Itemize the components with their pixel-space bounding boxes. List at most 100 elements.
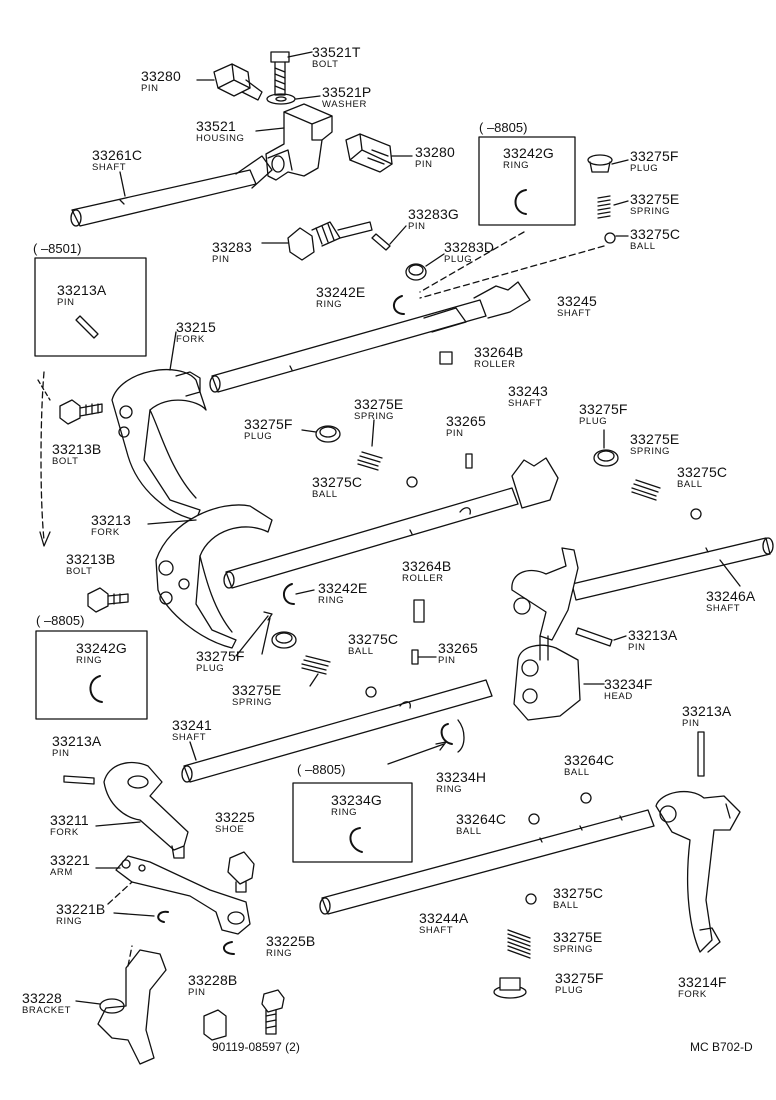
shaft-33241-drawing — [181, 679, 493, 783]
box-33213A-left — [34, 257, 147, 357]
bracket-33228-drawing — [75, 945, 167, 1065]
spring-33275E-mid-drawing — [357, 419, 383, 471]
roller-33264B-upper-drawing — [439, 351, 453, 365]
pin-33213A-right-drawing — [575, 627, 613, 647]
shaft-33244A-drawing — [319, 809, 655, 915]
bolt-33213B-lower-drawing — [87, 587, 129, 613]
drawing-code: MC B702-D — [690, 1040, 753, 1054]
arm-33221-drawing — [95, 855, 251, 935]
plug-33283D-drawing — [405, 253, 445, 281]
pin-33265-lower-drawing — [411, 649, 419, 665]
bracket-note-center: ( –8805) — [297, 762, 346, 777]
spring-33275E-right-drawing — [631, 479, 661, 501]
ball-33264C-lower-drawing — [528, 813, 540, 825]
bolt-33521T-drawing — [270, 51, 313, 96]
ring-33242E-lower-drawing — [283, 583, 295, 605]
ball-33275C-mid-drawing — [406, 476, 418, 488]
bracket-note-mid-left: ( –8805) — [36, 613, 85, 628]
plug-33275F-top-drawing — [587, 154, 629, 173]
fork-33211-drawing — [95, 761, 189, 859]
bolt-code: 90119-08597 (2) — [212, 1040, 300, 1054]
ring-33221B-drawing — [157, 910, 169, 923]
ring-33234H-drawing — [440, 723, 453, 745]
plug-33275F-lower-drawing — [271, 631, 297, 649]
spring-33275E-top-drawing — [597, 195, 629, 219]
roller-33264B-lower-drawing — [413, 599, 425, 623]
ball-33275C-right-drawing — [690, 508, 702, 520]
ring-33225B-drawing — [223, 941, 235, 955]
head-33234F-drawing — [511, 547, 605, 721]
pin-33280-left-drawing — [196, 63, 263, 101]
pin-33213A-left-drawing — [75, 315, 99, 339]
plug-33275F-mid-drawing — [301, 425, 341, 443]
plug-33275F-right-drawing — [593, 429, 619, 467]
shaft-33243-drawing — [223, 457, 559, 589]
ring-33234G-drawing — [349, 827, 363, 853]
fork-33214F-drawing — [655, 790, 741, 953]
ring-33242E-upper-drawing — [393, 295, 405, 315]
washer-33521P-drawing — [266, 93, 321, 105]
bolt-33213B-upper-drawing — [59, 399, 103, 425]
ring-33242G-top-drawing — [514, 189, 527, 215]
fork-33215-drawing — [111, 331, 207, 521]
housing-33521-drawing — [255, 103, 333, 181]
pin-33283G-drawing — [371, 225, 407, 251]
box-33242G-top — [478, 136, 576, 226]
ball-33264C-upper-drawing — [580, 792, 592, 804]
ball-33275C-lower-drawing — [365, 686, 377, 698]
fork-33213-drawing — [147, 504, 273, 649]
bracket-note-left: ( –8501) — [33, 241, 82, 256]
box-33234G — [292, 782, 413, 863]
ring-33242G-left-drawing — [89, 675, 103, 703]
pin-33280-right-drawing — [345, 133, 413, 173]
